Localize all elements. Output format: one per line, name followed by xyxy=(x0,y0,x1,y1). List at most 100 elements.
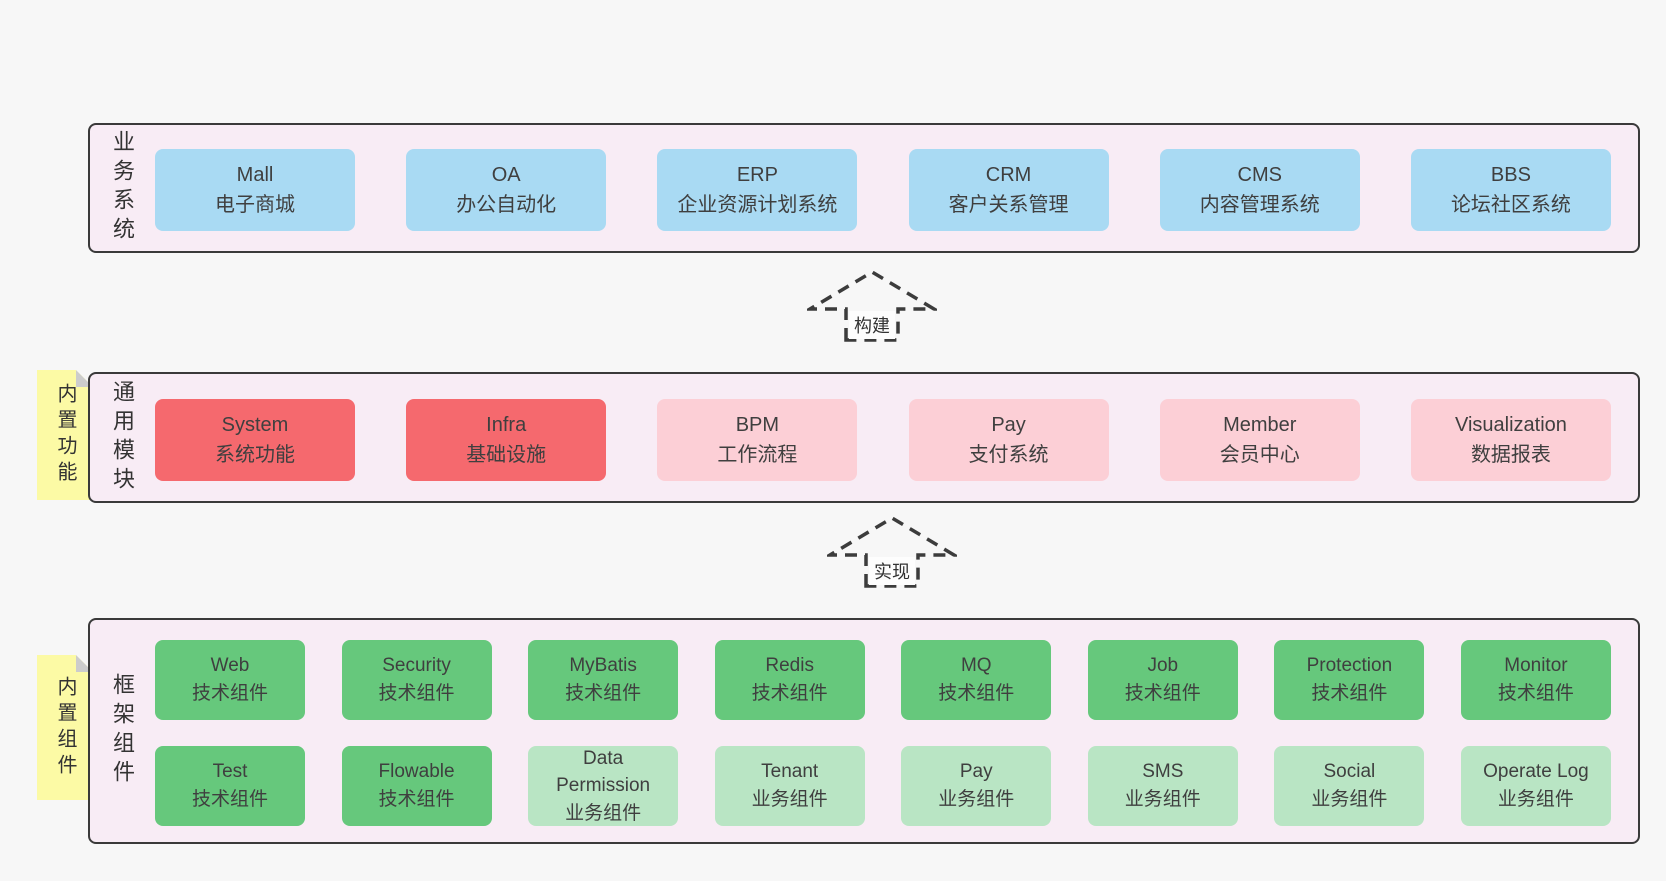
box-subtitle: 内容管理系统 xyxy=(1199,194,1320,216)
box-title: Infra xyxy=(486,414,527,436)
box-title: Redis xyxy=(765,655,814,677)
layer-common-modules: 通用模块 System 系统功能 Infra 基础设施 BPM 工作流程 Pay 支付系统 Me… xyxy=(88,372,1640,503)
box-tenant: Tenant 业务组件 xyxy=(714,746,865,826)
box-title: CMS xyxy=(1237,164,1282,186)
arrow-implement-label: 实现 xyxy=(869,557,915,585)
sticky-label-builtin-features: 内置功能 xyxy=(54,383,76,487)
box-subtitle: 技术组件 xyxy=(378,789,455,810)
box-pay: Pay 支付系统 xyxy=(908,399,1109,481)
box-title: Pay xyxy=(959,761,993,783)
box-title: Test xyxy=(212,761,248,783)
box-subtitle: 基础设施 xyxy=(466,444,547,466)
box-subtitle: 电子商城 xyxy=(215,194,295,216)
box-social: Social 业务组件 xyxy=(1274,746,1425,826)
box-title: MQ xyxy=(960,655,992,677)
layer-business-systems: 业务系统 Mall 电子商城 OA 办公自动化 ERP 企业资源计划系统 CRM 客户关系管理… xyxy=(88,123,1640,253)
box-subtitle: 技术组件 xyxy=(378,683,455,704)
box-title: System xyxy=(221,414,289,436)
box-subtitle: 会员中心 xyxy=(1219,444,1300,466)
box-title: BPM xyxy=(735,414,780,436)
box-infra: Infra 基础设施 xyxy=(406,399,607,481)
box-title: Web xyxy=(210,655,250,677)
box-subtitle: 业务组件 xyxy=(565,802,642,824)
arrow-build-label: 构建 xyxy=(849,311,895,339)
box-title: BBS xyxy=(1490,164,1531,186)
box-operate-log: Operate Log 业务组件 xyxy=(1460,746,1611,826)
box-sms: SMS 业务组件 xyxy=(1087,746,1238,826)
box-row: Mall 电子商城 OA 办公自动化 ERP 企业资源计划系统 CRM 客户关系管理 CMS 内容… xyxy=(155,149,1611,231)
box-title: Social xyxy=(1323,761,1376,783)
box-subtitle: 技术组件 xyxy=(938,683,1015,704)
arrow-build: 构建 xyxy=(807,269,937,343)
box-title: OA xyxy=(491,164,521,186)
box-member: Member 会员中心 xyxy=(1159,399,1360,481)
box-redis: Redis 技术组件 xyxy=(714,640,865,720)
box-title: Job xyxy=(1147,655,1179,677)
sticky-note-builtin-features: 内置功能 xyxy=(37,370,93,500)
box-subtitle: 系统功能 xyxy=(215,444,295,466)
box-title: Mall xyxy=(236,164,274,186)
box-subtitle: 业务组件 xyxy=(1311,789,1388,810)
box-subtitle: 数据报表 xyxy=(1470,444,1551,466)
box-subtitle: 业务组件 xyxy=(751,789,828,810)
box-subtitle: 技术组件 xyxy=(751,683,828,704)
layer-label-framework-components: 框架组件 xyxy=(110,673,135,789)
box-oa: OA 办公自动化 xyxy=(406,149,607,231)
box-erp: ERP 企业资源计划系统 xyxy=(657,149,858,231)
sticky-note-builtin-components: 内置组件 xyxy=(37,655,93,800)
box-security: Security 技术组件 xyxy=(341,640,492,720)
box-title: Member xyxy=(1223,414,1297,436)
box-title: CRM xyxy=(985,164,1032,186)
box-title: Monitor xyxy=(1504,655,1568,677)
box-mq: MQ 技术组件 xyxy=(901,640,1052,720)
box-subtitle: 企业资源计划系统 xyxy=(677,194,838,216)
box-test: Test 技术组件 xyxy=(155,746,305,826)
layer-label-common-modules: 通用模块 xyxy=(110,379,135,496)
box-monitor: Monitor 技术组件 xyxy=(1460,640,1611,720)
box-data-permission: Data Permission 业务组件 xyxy=(528,746,679,826)
arrow-implement: 实现 xyxy=(827,515,957,589)
sticky-label-builtin-components: 内置组件 xyxy=(54,675,76,780)
box-subtitle: 业务组件 xyxy=(938,789,1015,810)
box-subtitle: 业务组件 xyxy=(1497,789,1574,810)
box-row: System 系统功能 Infra 基础设施 BPM 工作流程 Pay 支付系统 Member 会… xyxy=(155,399,1611,481)
box-web: Web 技术组件 xyxy=(155,640,305,720)
box-subtitle: 技术组件 xyxy=(1124,683,1201,704)
box-subtitle: 客户关系管理 xyxy=(948,194,1069,216)
box-bpm: BPM 工作流程 xyxy=(657,399,858,481)
box-title: Tenant xyxy=(761,761,819,783)
box-subtitle: 技术组件 xyxy=(1497,683,1574,704)
box-crm: CRM 客户关系管理 xyxy=(908,149,1109,231)
box-title: Visualization xyxy=(1454,414,1567,436)
box-title: Security xyxy=(382,655,451,677)
box-bbs: BBS 论坛社区系统 xyxy=(1410,149,1611,231)
box-subtitle: 技术组件 xyxy=(191,683,268,704)
box-protection: Protection 技术组件 xyxy=(1274,640,1425,720)
box-title: ERP xyxy=(736,164,778,186)
box-subtitle: 论坛社区系统 xyxy=(1450,194,1571,216)
layer-label-business-systems: 业务系统 xyxy=(110,130,135,246)
box-title: Flowable xyxy=(378,761,455,783)
box-subtitle: 业务组件 xyxy=(1124,789,1201,810)
box-title: MyBatis xyxy=(569,655,637,677)
box-title: Operate Log xyxy=(1483,761,1589,783)
box-title: SMS xyxy=(1142,761,1184,783)
box-visualization: Visualization 数据报表 xyxy=(1410,399,1611,481)
box-subtitle: 工作流程 xyxy=(717,444,798,466)
box-cms: CMS 内容管理系统 xyxy=(1159,149,1360,231)
box-job: Job 技术组件 xyxy=(1087,640,1238,720)
box-subtitle: 技术组件 xyxy=(1311,683,1388,704)
box-flowable: Flowable 技术组件 xyxy=(341,746,492,826)
box-subtitle: 技术组件 xyxy=(191,789,268,810)
box-title: Data Permission xyxy=(556,747,651,797)
box-subtitle: 办公自动化 xyxy=(456,194,557,216)
box-pay: Pay 业务组件 xyxy=(901,746,1052,826)
box-mall: Mall 电子商城 xyxy=(155,149,355,231)
box-title: Protection xyxy=(1306,655,1393,677)
box-subtitle: 支付系统 xyxy=(968,444,1049,466)
box-title: Pay xyxy=(991,414,1026,436)
